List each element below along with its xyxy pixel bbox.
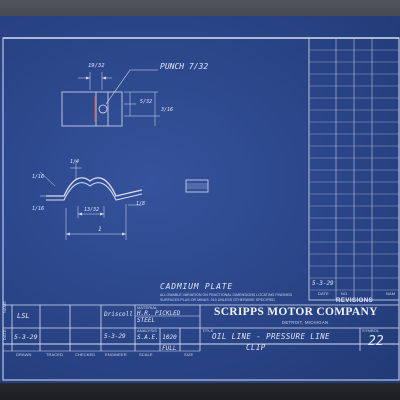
revisions-col-no: NO.	[341, 291, 349, 296]
material-value: H.R. PICKLED STEEL	[137, 310, 181, 324]
drawn-by-name: LSL	[17, 312, 30, 320]
footer-drawn: DRAWN	[16, 351, 32, 357]
dim-center: 13/32	[84, 207, 100, 213]
dim-right-b: 3/16	[161, 107, 174, 113]
row-label-date: DATE	[2, 329, 7, 340]
footer-traced: TRACED	[46, 351, 64, 357]
company-city: DETROIT, MICHIGAN	[282, 320, 329, 325]
dim-bend-top: 1/4	[70, 159, 80, 165]
revisions-col-nam: NAM	[386, 291, 396, 296]
dim-bottom-left: 1/16	[32, 206, 45, 212]
material-label: MATERIAL	[137, 304, 158, 310]
analysis-date: 5-3-29	[104, 333, 126, 340]
symbol-value: 22	[368, 334, 384, 349]
analysis-value: S.A.E. 1020	[137, 334, 177, 341]
dim-overall: 1	[98, 226, 102, 233]
footer-size: SIZE	[184, 351, 194, 357]
tolerance-note: ALLOWABLE VARIATION ON FRACTIONAL DIMENS…	[160, 293, 293, 302]
revision-entry-date: 5-3-29	[312, 280, 334, 287]
finish-note: CADMIUM PLATE	[160, 282, 234, 291]
drawn-date: 5-3-29	[14, 333, 38, 341]
revisions-col-date: DATE	[318, 291, 329, 296]
footer-engineer: ENGINEER	[105, 351, 127, 357]
row-label-name: NAME	[2, 301, 7, 313]
analysis-label: ANALYSIS	[137, 327, 158, 333]
dim-top: 19/32	[88, 63, 105, 69]
checked-by: Driscoll	[104, 311, 133, 318]
footer-checked: CHECKED	[75, 351, 96, 357]
punch-callout: PUNCH 7/32	[160, 62, 209, 71]
dim-bottom-right: 1/8	[136, 201, 146, 207]
company-name: SCRIPPS MOTOR COMPANY	[214, 306, 378, 318]
title-line-1: OIL LINE - PRESSURE LINE	[212, 332, 330, 341]
symbol-label: SYMBOL	[362, 328, 380, 333]
title-label: TITLE	[202, 328, 214, 333]
footer-scale: SCALE	[139, 351, 153, 357]
dim-right-a: 5/32	[140, 99, 153, 105]
dim-left: 1/16	[32, 174, 45, 180]
scale-value: FULL	[162, 345, 177, 352]
title-line-2: CLIP	[246, 343, 266, 352]
revisions-title: REVISIONS	[336, 298, 374, 304]
